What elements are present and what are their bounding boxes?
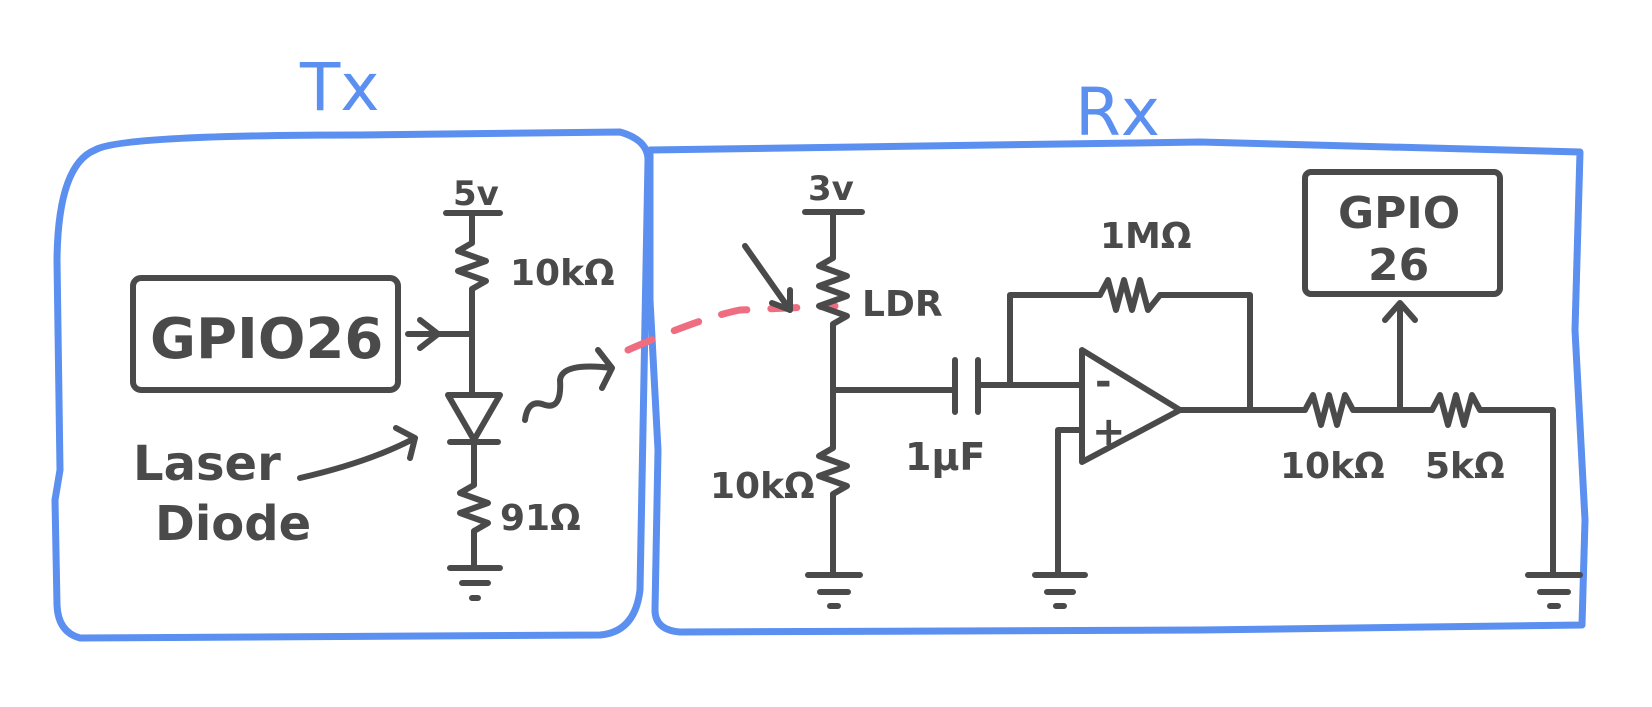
tx-section-outline — [51, 128, 652, 642]
ldr-light-arrow — [742, 243, 793, 313]
tx-ground-icon — [447, 565, 503, 601]
divider-resistor-5k — [1429, 392, 1556, 578]
rx-ground-right-icon — [1525, 572, 1583, 609]
rx-resistor-10k — [816, 387, 850, 578]
laser-diode-symbol — [445, 392, 503, 445]
tx-resistor-10k-label: 10kΩ — [510, 253, 615, 294]
capacitor-symbol — [952, 357, 981, 415]
tx-gpio-box — [130, 275, 401, 393]
rx-ground-left-icon — [805, 572, 863, 609]
tx-resistor-91 — [457, 482, 491, 571]
tx-circuit: 5v 10kΩ GPIO26 Laser Diode 91Ω — [130, 174, 615, 601]
tx-supply-label: 5v — [453, 174, 499, 214]
feedback-resistor — [1097, 277, 1163, 313]
ldr-label: LDR — [862, 284, 943, 325]
tx-title: Tx — [299, 49, 379, 126]
tx-resistor-10k — [455, 240, 489, 338]
tx-gpio-label: GPIO26 — [150, 307, 383, 372]
divider-resistor-10k — [1302, 392, 1435, 428]
rx-gpio-box — [1302, 169, 1503, 297]
feedback-wire — [1007, 292, 1253, 413]
ldr-symbol — [816, 255, 850, 393]
tx-resistor-91-label: 91Ω — [500, 498, 581, 539]
opamp-symbol — [1079, 347, 1183, 465]
rx-supply-label: 3v — [808, 169, 854, 209]
opamp-plus-label: + — [1092, 409, 1126, 455]
laser-diode-pointer-arrow — [297, 425, 418, 481]
divider-resistor-5k-label: 5kΩ — [1425, 446, 1505, 487]
divider-resistor-10k-label: 10kΩ — [1280, 446, 1385, 487]
rx-title: Rx — [1075, 74, 1160, 151]
capacitor-label: 1µF — [905, 435, 985, 479]
laser-diode-label-line2: Diode — [155, 496, 311, 552]
opamp-minus-label: - — [1095, 359, 1112, 405]
rx-circuit: 3v LDR 1µF 10kΩ - + 1MΩ 10kΩ 5kΩ — [710, 169, 1583, 609]
opamp-plus-to-ground-wire — [1055, 427, 1085, 578]
tx-gpio-arrow — [405, 317, 475, 351]
rx-ground-mid-icon — [1032, 572, 1088, 609]
gpio-tap-arrow — [1382, 300, 1418, 413]
laser-diode-label-line1: Laser — [133, 436, 281, 492]
rx-section-outline — [646, 138, 1589, 636]
rx-resistor-10k-label: 10kΩ — [710, 466, 815, 507]
laser-beam — [624, 302, 839, 354]
rx-gpio-label-line1: GPIO — [1338, 188, 1460, 239]
feedback-resistor-label: 1MΩ — [1100, 216, 1191, 257]
laser-emission-arrow — [522, 347, 615, 423]
rx-gpio-label-line2: 26 — [1368, 240, 1429, 291]
